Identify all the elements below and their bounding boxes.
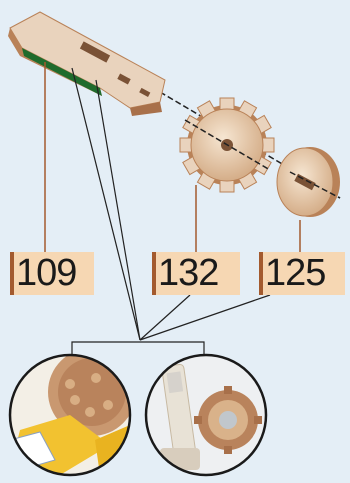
wheel-part-icon [276, 147, 341, 217]
gear-part-icon [179, 97, 275, 193]
detail-right-gear-icon [160, 363, 262, 470]
part-number-label: 109 [10, 252, 94, 295]
part-number-label: 132 [152, 252, 240, 295]
part-number-label: 125 [259, 252, 345, 295]
detail-view-left [8, 353, 132, 477]
wooden-arm-part-icon [8, 11, 166, 116]
detail-view-right [144, 353, 268, 477]
detail-pointer-lines [71, 67, 271, 358]
